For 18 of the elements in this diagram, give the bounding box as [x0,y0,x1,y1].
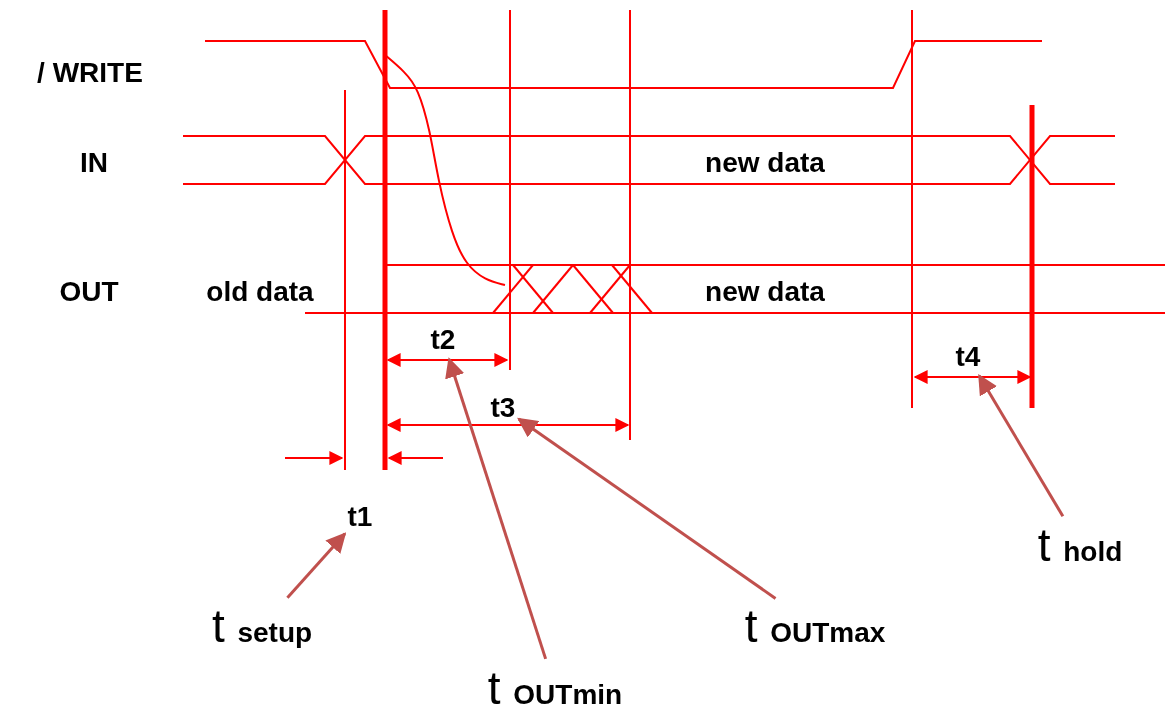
bus-value: new data [705,147,825,179]
interval-label: t2 [430,324,456,356]
leader-arrow [445,357,548,660]
bus-value: old data [206,276,314,308]
signal-name: / WRITE [37,57,143,89]
timing-parameter-label: t OUTmax [744,600,886,652]
interval-label: t4 [955,341,981,373]
timing-parameter-label: t setup [211,600,313,652]
leader-arrow [286,532,347,599]
signal-name: IN [80,147,108,179]
signal-name: OUT [59,276,119,308]
bus-value: new data [705,276,825,308]
interval-label: t1 [347,501,373,533]
leader-arrow [977,374,1065,518]
leader-arrow [517,417,777,600]
timing-parameter-label: t hold [1037,519,1123,571]
interval-label: t3 [490,392,516,424]
timing-parameter-label: t OUTmin [487,662,623,708]
